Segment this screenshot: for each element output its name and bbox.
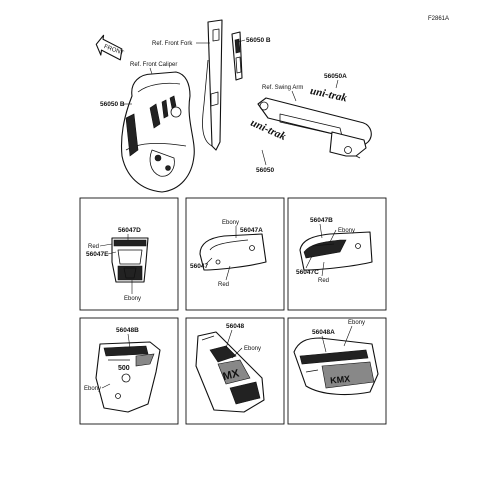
panel-box-2	[185, 197, 285, 311]
panel-box-3	[287, 197, 387, 311]
panel-3-color-2: Red	[318, 278, 329, 284]
panel-4-part-main: 56048B	[116, 327, 139, 334]
figure-code: F2861A	[428, 16, 449, 22]
front-fender	[120, 71, 195, 193]
panel-5-color-1: Ebony	[244, 346, 261, 352]
panel-2-side-plate	[199, 233, 267, 271]
panel-1-part-sub: 56047E	[86, 251, 109, 258]
front-fork-guard	[202, 19, 223, 151]
panel-6-decal-text: KMX	[330, 374, 351, 386]
label-56050a: 56050A	[324, 73, 347, 80]
panel-4-decal-text: 500	[118, 365, 130, 372]
panel-3-side-plate	[299, 231, 373, 271]
panel-6-part-main: 56048A	[312, 329, 335, 336]
panel-box-5	[185, 317, 285, 425]
label-ref-front-fork: Ref. Front Fork	[152, 41, 193, 47]
decal-uni-trak-1: uni-trak	[309, 85, 348, 105]
panel-6-tank-shroud	[293, 337, 379, 395]
panel-4-side-cover	[95, 341, 161, 413]
panel-2-color-2: Red	[218, 282, 229, 288]
fork-decal-56050b	[231, 31, 243, 81]
label-ref-swing-arm: Ref. Swing Arm	[262, 85, 303, 91]
label-56050b-fork: 56050 B	[246, 37, 271, 44]
panel-5-part-main: 56048	[226, 323, 244, 330]
swing-arm	[257, 97, 372, 159]
panel-1-part-main: 56047D	[118, 227, 141, 234]
panel-box-4	[79, 317, 179, 425]
panel-1-color-2: Ebony	[124, 296, 141, 302]
label-ref-front-caliper: Ref. Front Caliper	[130, 62, 177, 68]
panel-1-number-plate	[111, 237, 149, 283]
panel-1-color-1: Red	[88, 244, 99, 250]
panel-3-part-main: 56047B	[310, 217, 333, 224]
panel-box-1	[79, 197, 179, 311]
panel-2-color-1: Ebony	[222, 220, 239, 226]
panel-5-decal-text: MX	[222, 367, 242, 383]
label-56050: 56050	[256, 167, 274, 174]
panel-4-color-1: Ebony	[84, 386, 101, 392]
panel-6-color-1: Ebony	[348, 320, 365, 326]
panel-2-part-sub: 56047	[190, 263, 208, 270]
front-arrow: FRONT	[95, 34, 125, 61]
panel-3-part-sub: 56047C	[296, 269, 319, 276]
panel-5-side-cover	[195, 331, 265, 413]
label-56050b-fender: 56050 B	[100, 101, 125, 108]
panel-3-color-1: Ebony	[338, 228, 355, 234]
panel-2-part-main: 56047A	[240, 227, 263, 234]
panel-box-6	[287, 317, 387, 425]
